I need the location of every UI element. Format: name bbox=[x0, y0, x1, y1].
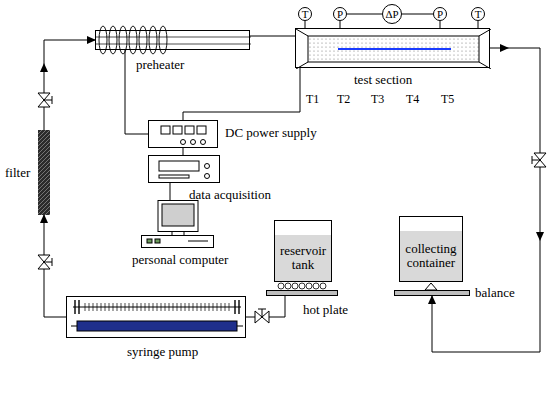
thermocouple-symbol: T bbox=[298, 7, 312, 21]
node-label: syringe pump bbox=[127, 344, 198, 359]
node-label: reservoir tank bbox=[278, 244, 328, 272]
node-label: hot plate bbox=[303, 302, 348, 317]
power-supply-art bbox=[149, 121, 219, 149]
data-acquisition: data acquisition bbox=[148, 155, 220, 183]
filter: filter bbox=[38, 130, 50, 215]
node-label: P bbox=[337, 7, 343, 21]
test-section-art bbox=[296, 29, 491, 69]
pipe-connector bbox=[183, 148, 184, 155]
pipe-connector bbox=[340, 21, 341, 28]
filter-art bbox=[38, 130, 50, 215]
node-label: ΔP bbox=[385, 7, 398, 21]
hotplate-coil bbox=[278, 283, 326, 289]
node-label: test section bbox=[354, 72, 412, 87]
pipe-connector bbox=[170, 183, 171, 200]
pipe-connector bbox=[305, 21, 306, 28]
pipe-connector bbox=[250, 36, 295, 37]
node-label: DC power supply bbox=[225, 125, 317, 140]
node-label: filter bbox=[5, 165, 30, 180]
node-label: balance bbox=[475, 285, 515, 300]
pipe-connector bbox=[478, 21, 479, 28]
personal-computer: personal computer bbox=[140, 200, 215, 248]
collecting-container: collecting container bbox=[399, 216, 463, 282]
sensor-position: T3 bbox=[371, 92, 384, 106]
node-label: personal computer bbox=[132, 252, 228, 267]
reservoir-tank: reservoir tank bbox=[274, 220, 332, 282]
test-section: test section bbox=[295, 28, 490, 68]
data-logger-art bbox=[149, 156, 221, 184]
pipe-connector bbox=[44, 40, 95, 130]
node-label: data acquisition bbox=[189, 187, 271, 202]
sensor-position: T1 bbox=[306, 92, 319, 106]
pressure-gauge-symbol: P bbox=[333, 7, 347, 21]
flow-arrow bbox=[40, 44, 544, 241]
node-label: T bbox=[302, 7, 309, 21]
node-label: P bbox=[437, 7, 443, 21]
sensor-position: T2 bbox=[337, 92, 350, 106]
preheater: preheater bbox=[95, 30, 250, 50]
syringe-pump: syringe pump bbox=[66, 296, 246, 338]
pipe-connector bbox=[440, 21, 441, 28]
syringe-art bbox=[67, 297, 247, 339]
pipe-connector bbox=[402, 14, 433, 15]
thermocouple-symbol: T bbox=[471, 7, 485, 21]
preheater-tube bbox=[96, 31, 251, 51]
valve-symbol bbox=[38, 93, 546, 323]
node-label: T bbox=[475, 7, 482, 21]
node-label: collecting container bbox=[403, 242, 459, 270]
pipe-connector bbox=[183, 68, 300, 120]
pressure-gauge-symbol: P bbox=[433, 7, 447, 21]
pipe-connector bbox=[432, 48, 540, 352]
balance: balance bbox=[394, 290, 470, 296]
balance-pivot bbox=[425, 283, 437, 290]
sensor-position: T4 bbox=[406, 92, 419, 106]
computer-art bbox=[140, 200, 215, 248]
node-label: preheater bbox=[136, 57, 184, 72]
pipe-connector bbox=[347, 14, 382, 15]
dc-power-supply: DC power supply bbox=[148, 120, 218, 148]
sensor-position: T5 bbox=[441, 92, 454, 106]
hot-plate: hot plate bbox=[266, 290, 338, 296]
differential-pressure-symbol: ΔP bbox=[382, 4, 402, 24]
